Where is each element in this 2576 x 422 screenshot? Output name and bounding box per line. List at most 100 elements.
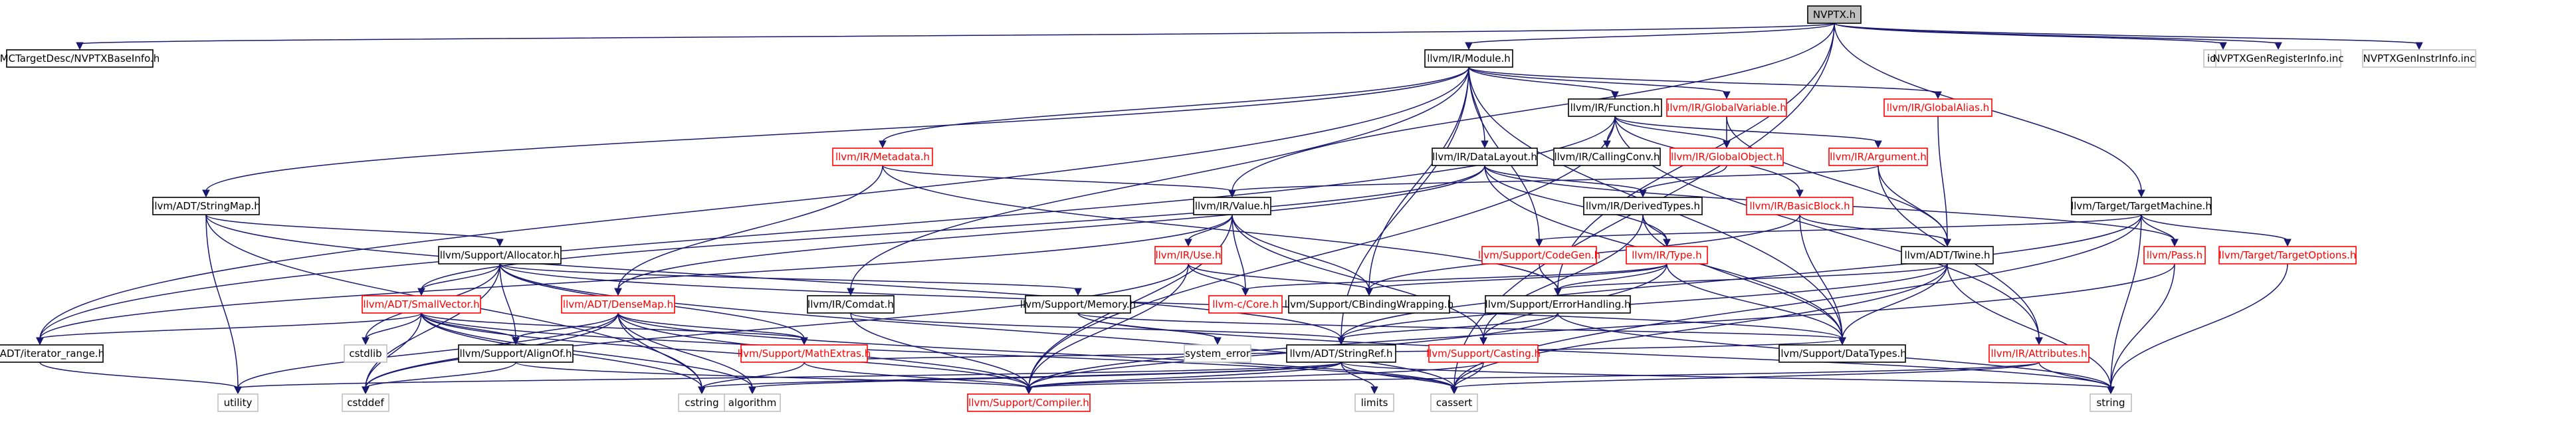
node-box (1288, 295, 1450, 314)
edge-function-to-argument (1614, 116, 1882, 149)
node-llvm-adt-stringmap-h[interactable]: llvm/ADT/StringMap.h (152, 197, 261, 215)
node-box (1568, 98, 1662, 117)
node-label: llvm/ADT/StringRef.h (1289, 348, 1392, 360)
node-llvm-ir-globalvariable-h[interactable]: llvm/IR/GlobalVariable.h (1666, 98, 1787, 117)
node-llvm-ir-globalobject-h[interactable]: llvm/IR/GlobalObject.h (1669, 148, 1784, 166)
node-llvm-adt-densemap-h[interactable]: llvm/ADT/DenseMap.h (561, 295, 675, 314)
edge-module-to-datalayout (1468, 66, 1489, 149)
node-llvm-ir-value-h[interactable]: llvm/IR/Value.h (1193, 197, 1271, 215)
node-box (1988, 344, 2090, 363)
node-llvm-target-targetmachine-h[interactable]: llvm/Target/TargetMachine.h (2071, 197, 2212, 215)
node-llvm-support-errorhandling-h[interactable]: llvm/Support/ErrorHandling.h (1485, 295, 1631, 314)
node-llvm-support-datatypes-h[interactable]: llvm/Support/DataTypes.h (1778, 344, 1907, 363)
node-llvm-support-codegen-h[interactable]: llvm/Support/CodeGen.h (1478, 246, 1600, 264)
edge-targetoptions-to-string (2107, 263, 2288, 395)
edge-globalvariable-to-twine (1726, 116, 1951, 247)
node-label: llvm/Support/Compiler.h (968, 397, 1089, 409)
edge-argument-to-value (1228, 165, 1879, 198)
node-llvm-ir-datalayout-h[interactable]: llvm/IR/DataLayout.h (1432, 148, 1538, 166)
node-label: llvm/IR/Metadata.h (835, 151, 930, 163)
edge-stringmap-to-allocator (205, 214, 504, 247)
node-llvm-ir-derivedtypes-h[interactable]: llvm/IR/DerivedTypes.h (1583, 197, 1703, 215)
node-label: system_error (1185, 348, 1251, 360)
node-llvm-pass-h[interactable]: llvm/Pass.h (2143, 246, 2206, 264)
edge-type-to-ccore (1241, 263, 1667, 296)
node-llvm-ir-basicblock-h[interactable]: llvm/IR/BasicBlock.h (1746, 197, 1854, 215)
node-label: llvm/IR/BasicBlock.h (1749, 200, 1850, 212)
node-box (362, 295, 481, 314)
node-label: llvm/IR/Function.h (1570, 102, 1660, 114)
node-box (1193, 197, 1271, 215)
node-label: llvm/IR/Attributes.h (1990, 348, 2087, 360)
node-llvm-ir-comdat-h[interactable]: llvm/IR/Comdat.h (807, 295, 895, 314)
edge-allocator-to-memory (499, 263, 1082, 296)
node-llvm-support-mathextras-h[interactable]: llvm/Support/MathExtras.h (738, 344, 871, 363)
node-llvm-ir-type-h[interactable]: llvm/IR/Type.h (1626, 246, 1708, 264)
node-nvptx-h[interactable]: NVPTX.h (1807, 5, 1862, 24)
node-limits: limits (1354, 393, 1394, 412)
node-llvm-c-core-h[interactable]: llvm-c/Core.h (1208, 295, 1283, 314)
edge-allocator-to-smallvector (417, 263, 500, 296)
node-box (1807, 5, 1862, 24)
node-label: llvm/Target/TargetMachine.h (2071, 200, 2212, 212)
node-label: llvm/IR/Argument.h (1830, 151, 1926, 163)
node-label: llvm/IR/GlobalVariable.h (1667, 102, 1786, 114)
node-box (832, 148, 933, 166)
edge-metadata-to-errorhandling (882, 165, 1562, 296)
node-llvm-ir-callingconv-h[interactable]: llvm/IR/CallingConv.h (1553, 148, 1661, 166)
node-label: llvm/ADT/DenseMap.h (563, 298, 673, 310)
node-box (967, 393, 1091, 412)
node-label: llvm/IR/GlobalObject.h (1671, 151, 1782, 163)
node-label: llvm/Support/Casting.h (1426, 348, 1541, 360)
node-box (2071, 197, 2212, 215)
node-box (1354, 393, 1394, 412)
edge-allocator-to-cstddef (362, 263, 500, 395)
node-box (152, 197, 260, 215)
node-mctargetdesc-nvptxbaseinfo-h[interactable]: MCTargetDesc/NVPTXBaseInfo.h (0, 49, 160, 68)
node-llvm-support-memory-h[interactable]: llvm/Support/Memory.h (1020, 295, 1136, 314)
node-box (1154, 246, 1222, 264)
node-string: string (2090, 393, 2132, 412)
node-label: llvm/Support/ErrorHandling.h (1485, 298, 1631, 310)
node-llvm-ir-use-h[interactable]: llvm/IR/Use.h (1154, 246, 1222, 264)
node-llvm-target-targetoptions-h[interactable]: llvm/Target/TargetOptions.h (2218, 246, 2357, 264)
node-llvm-support-alignof-h[interactable]: llvm/Support/AlignOf.h (458, 344, 574, 363)
node-label: limits (1361, 397, 1388, 409)
node-algorithm: algorithm (724, 393, 781, 412)
node-llvm-ir-argument-h[interactable]: llvm/IR/Argument.h (1828, 148, 1928, 166)
node-label: llvm/IR/Comdat.h (807, 298, 894, 310)
edge-nvptx-to-module (1465, 23, 1835, 51)
edge-type-to-cbindingwrapping (1365, 263, 1667, 296)
node-label: llvm/IR/DataLayout.h (1432, 151, 1537, 163)
edge-stringref-to-utility (234, 362, 1342, 395)
edge-nvptx-to-nvptxgeninstrinfo (1834, 23, 2423, 51)
edge-module-to-globalvariable (1468, 66, 1731, 100)
node-llvm-ir-function-h[interactable]: llvm/IR/Function.h (1568, 98, 1662, 117)
node-label: NVPTXGenInstrInfo.inc (2363, 53, 2476, 64)
node-llvm-adt-twine-h[interactable]: llvm/ADT/Twine.h (1901, 246, 1994, 264)
node-label: llvm/IR/Module.h (1427, 53, 1511, 64)
node-llvm-adt-stringref-h[interactable]: llvm/ADT/StringRef.h (1286, 344, 1396, 363)
node-llvm-support-casting-h[interactable]: llvm/Support/Casting.h (1426, 344, 1541, 363)
node-box (678, 393, 726, 412)
node-llvm-adt-iterator-range-h[interactable]: llvm/ADT/iterator_range.h (0, 344, 104, 363)
node-box (1666, 98, 1787, 117)
node-llvm-ir-module-h[interactable]: llvm/IR/Module.h (1424, 49, 1513, 68)
node-llvm-ir-attributes-h[interactable]: llvm/IR/Attributes.h (1988, 344, 2090, 363)
node-label: cstddef (347, 397, 384, 409)
edge-basicblock-to-twine (1799, 214, 1951, 247)
node-box (1669, 148, 1784, 166)
node-box (1828, 148, 1928, 166)
node-label: llvm/IR/Type.h (1632, 249, 1702, 261)
node-llvm-support-allocator-h[interactable]: llvm/Support/Allocator.h (438, 246, 562, 264)
node-llvm-support-cbindingwrapping-h[interactable]: llvm/Support/CBindingWrapping.h (1285, 295, 1453, 314)
node-llvm-ir-metadata-h[interactable]: llvm/IR/Metadata.h (832, 148, 933, 166)
node-llvm-ir-globalalias-h[interactable]: llvm/IR/GlobalAlias.h (1883, 98, 1992, 117)
node-label: llvm/Support/AlignOf.h (459, 348, 572, 360)
node-llvm-adt-smallvector-h[interactable]: llvm/ADT/SmallVector.h (362, 295, 481, 314)
node-llvm-support-compiler-h[interactable]: llvm/Support/Compiler.h (967, 393, 1091, 412)
node-nvptxgenregisterinfo-inc: NVPTXGenRegisterInfo.inc (2213, 49, 2343, 68)
node-box (458, 344, 574, 363)
node-cstring: cstring (678, 393, 726, 412)
